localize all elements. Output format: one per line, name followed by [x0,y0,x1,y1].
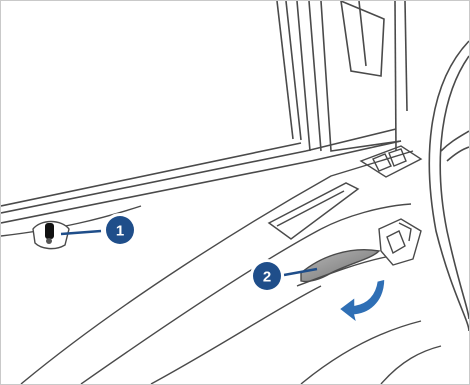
callout-1: 1 [103,213,137,247]
callout-2: 2 [250,259,284,293]
armrest-panel [269,183,358,239]
steering-wheel [429,41,469,331]
pull-direction-arrow [339,279,385,323]
callout-1-number: 1 [116,223,124,240]
seat-adjust-switch [379,219,421,265]
door-handle [297,250,386,286]
callout-2-number: 2 [263,269,271,286]
door-lock-button [33,222,69,249]
